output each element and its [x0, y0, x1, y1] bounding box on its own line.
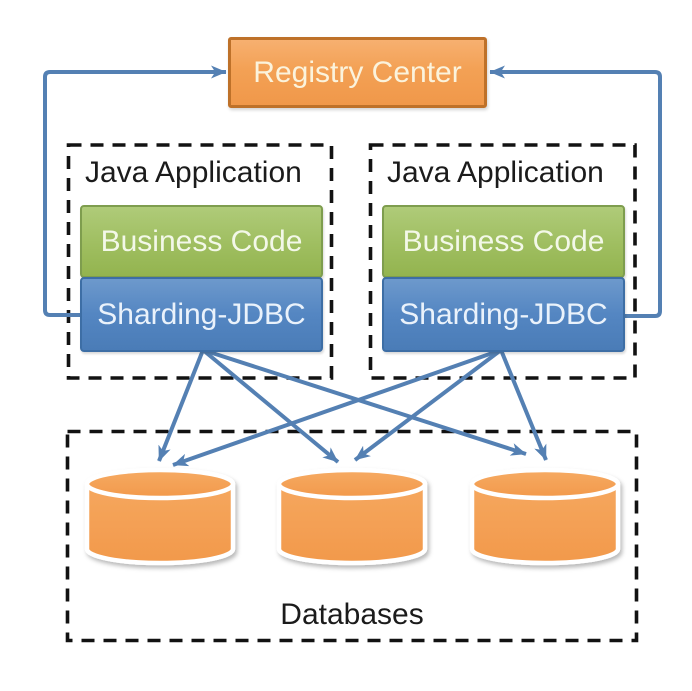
arrow-app2-db3 — [499, 349, 548, 461]
business-code-label-left: Business Code — [100, 224, 303, 258]
arrow-app2-db2 — [353, 348, 503, 462]
sharding-jdbc-box-right: Sharding-JDBC — [382, 277, 625, 352]
database-cylinder-2 — [276, 467, 428, 566]
registry-center-label: Registry Center — [253, 55, 462, 89]
databases-boundary — [65, 429, 639, 643]
connector-left-sharding-to-registry — [43, 65, 227, 317]
right-java-application-boundary — [368, 143, 637, 380]
left-java-application-boundary — [66, 143, 334, 380]
databases-label: Databases — [280, 598, 424, 631]
java-application-title-left: Java Application — [85, 156, 302, 189]
java-application-title-right: Java Application — [387, 156, 604, 189]
business-code-box-right: Business Code — [382, 205, 625, 278]
business-code-box-left: Business Code — [80, 205, 323, 278]
arrow-app2-db1 — [172, 348, 502, 467]
arrow-app1-db3 — [202, 348, 527, 456]
sharding-jdbc-label-right: Sharding-JDBC — [399, 297, 608, 331]
sharding-jdbc-label-left: Sharding-JDBC — [97, 297, 306, 331]
arrow-app1-db1 — [157, 349, 205, 462]
arrow-app1-db2 — [201, 348, 340, 464]
connector-right-sharding-to-registry — [489, 65, 662, 318]
sharding-jdbc-box-left: Sharding-JDBC — [80, 277, 323, 352]
database-cylinder-1 — [84, 467, 236, 566]
registry-center-box: Registry Center — [228, 37, 487, 108]
business-code-label-right: Business Code — [402, 224, 605, 258]
database-cylinder-3 — [469, 467, 621, 566]
